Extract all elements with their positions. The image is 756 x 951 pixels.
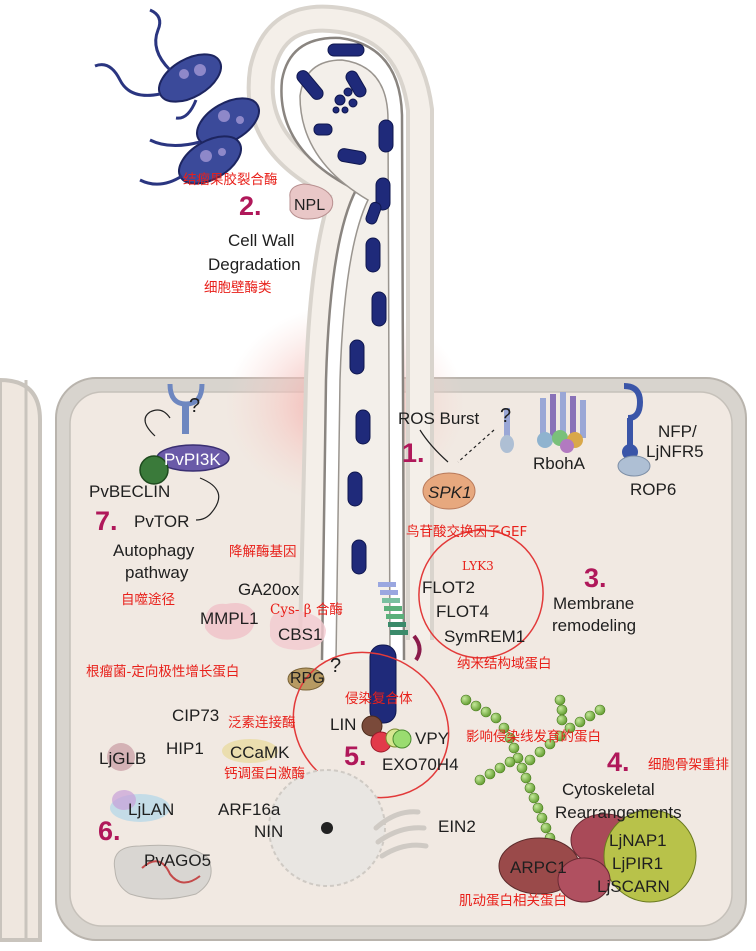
ljscarn-label: LjSCARN — [597, 877, 670, 896]
lyk3-annotation: LYK3 — [462, 559, 494, 573]
it-development-annotation: 影响侵染线发育的蛋白 — [466, 729, 601, 745]
ljlan-label: LjLAN — [128, 800, 175, 819]
cys-beta-annotation: Cys- β 合酶 — [270, 602, 343, 618]
flot2-label: FLOT2 — [422, 578, 475, 597]
step-1-number: 1. — [402, 438, 425, 468]
cell-wall-enzymes-annotation: 细胞壁酶类 — [204, 280, 272, 296]
cbs1-label: CBS1 — [278, 625, 323, 644]
rearrangements-label: Rearrangements — [555, 803, 682, 822]
degrading-gene-annotation: 降解酶基因 — [229, 544, 297, 560]
symrem1-label: SymREM1 — [444, 627, 526, 646]
degradation-label: Degradation — [208, 255, 301, 274]
cytoskeleton-annotation: 细胞骨架重排 — [648, 757, 729, 773]
nfp-label: NFP/ — [658, 422, 697, 441]
ljglb-label: LjGLB — [99, 749, 147, 768]
scar-complex-2 — [603, 809, 697, 903]
step-2-number: 2. — [239, 191, 262, 221]
free-rhizobia — [94, 8, 260, 186]
nin-label: NIN — [254, 822, 284, 841]
actin-filaments — [460, 694, 606, 844]
ein2-label: EIN2 — [438, 817, 476, 836]
pvago5-label: PvAGO5 — [144, 851, 212, 870]
autophagy-annotation: 自噬途径 — [121, 592, 175, 608]
pectate-lyase-annotation: 结瘤果胶裂合酶 — [183, 172, 278, 188]
remodeling-label: remodeling — [552, 616, 637, 635]
npl-enzyme — [289, 183, 334, 220]
exo70h4-label: EXO70H4 — [382, 755, 459, 774]
spk1-label: SPK1 — [428, 483, 472, 502]
npl-label: NPL — [294, 197, 326, 214]
rop6-label: ROP6 — [630, 480, 677, 499]
spk1-blob — [422, 472, 476, 510]
rpg-label: RPG — [290, 670, 325, 687]
golgi — [373, 809, 429, 859]
pvtor-label: PvTOR — [134, 512, 190, 531]
bacteroids — [296, 43, 397, 724]
flot4-label: FLOT4 — [436, 602, 489, 621]
neighbor-cell — [0, 377, 42, 942]
pvago5-blob — [113, 844, 212, 900]
ljnfr5-label: LjNFR5 — [646, 442, 704, 461]
cip73-label: CIP73 — [172, 706, 220, 725]
ljglb-blob — [107, 743, 135, 771]
nfp-receptor — [617, 383, 651, 477]
mmpl1-blob — [205, 603, 255, 640]
pvpi3k-label: PvPI3K — [164, 450, 221, 469]
step-3-number: 3. — [584, 563, 607, 593]
infection-thread — [246, 4, 434, 661]
cell-wall-label: Cell Wall — [228, 231, 295, 250]
ccamk-annotation: 钙调蛋白激酶 — [224, 766, 305, 782]
membrane-label: Membrane — [553, 594, 635, 613]
pathway-label: pathway — [125, 563, 189, 582]
rboha-label: RbohA — [533, 454, 585, 473]
ga20ox-label: GA20ox — [238, 580, 300, 599]
rpg-annotation: 根瘤菌-定向极性增长蛋白 — [86, 664, 240, 680]
infection-complex-annotation: 侵染复合体 — [345, 691, 413, 707]
ccamk-blob — [222, 739, 278, 763]
vpy-ball-2 — [392, 729, 412, 749]
step-7-number: 7. — [95, 506, 118, 536]
lin-label: LIN — [330, 715, 357, 734]
vpy-label: VPY — [415, 729, 450, 748]
hip1-label: HIP1 — [166, 739, 204, 758]
nanodomain-circle — [418, 529, 544, 659]
ros-sensor — [500, 408, 514, 453]
pvpi3k-receptor — [139, 383, 230, 521]
scar-complex-3 — [557, 857, 611, 903]
ljnap1-label: LjNAP1 — [609, 831, 667, 850]
lin-ball — [361, 715, 383, 737]
arf16a-label: ARF16a — [218, 800, 281, 819]
ubiquitin-ligase-annotation: 泛素连接酶 — [228, 715, 296, 731]
actin-related-annotation: 肌动蛋白相关蛋白 — [459, 893, 567, 909]
autophagy-label: Autophagy — [113, 541, 195, 560]
gef-annotation: 鸟苷酸交换因子GEF — [406, 524, 528, 540]
ros-burst-label: ROS Burst — [398, 409, 480, 428]
step-6-number: 6. — [98, 816, 121, 846]
arpc1-label: ARPC1 — [510, 858, 567, 877]
nanodomain-annotation: 纳米结构域蛋白 — [457, 656, 552, 672]
pvpi3k-question-mark: ? — [189, 395, 201, 417]
rboha-complex — [537, 392, 586, 453]
cbs1-blob — [269, 610, 326, 650]
ljpir1-label: LjPIR1 — [612, 854, 664, 873]
flotillin-stripes — [378, 582, 422, 662]
pvbeclin-label: PvBECLIN — [89, 482, 171, 501]
step-4-number: 4. — [607, 747, 630, 777]
rpg-question-mark: ? — [330, 655, 342, 677]
mmpl1-label: MMPL1 — [200, 609, 259, 628]
step-5-number: 5. — [344, 741, 367, 771]
cytoskeletal-label: Cytoskeletal — [562, 780, 655, 799]
ccamk-label: CCaMK — [230, 743, 290, 762]
ros-question-mark: ? — [500, 405, 512, 427]
